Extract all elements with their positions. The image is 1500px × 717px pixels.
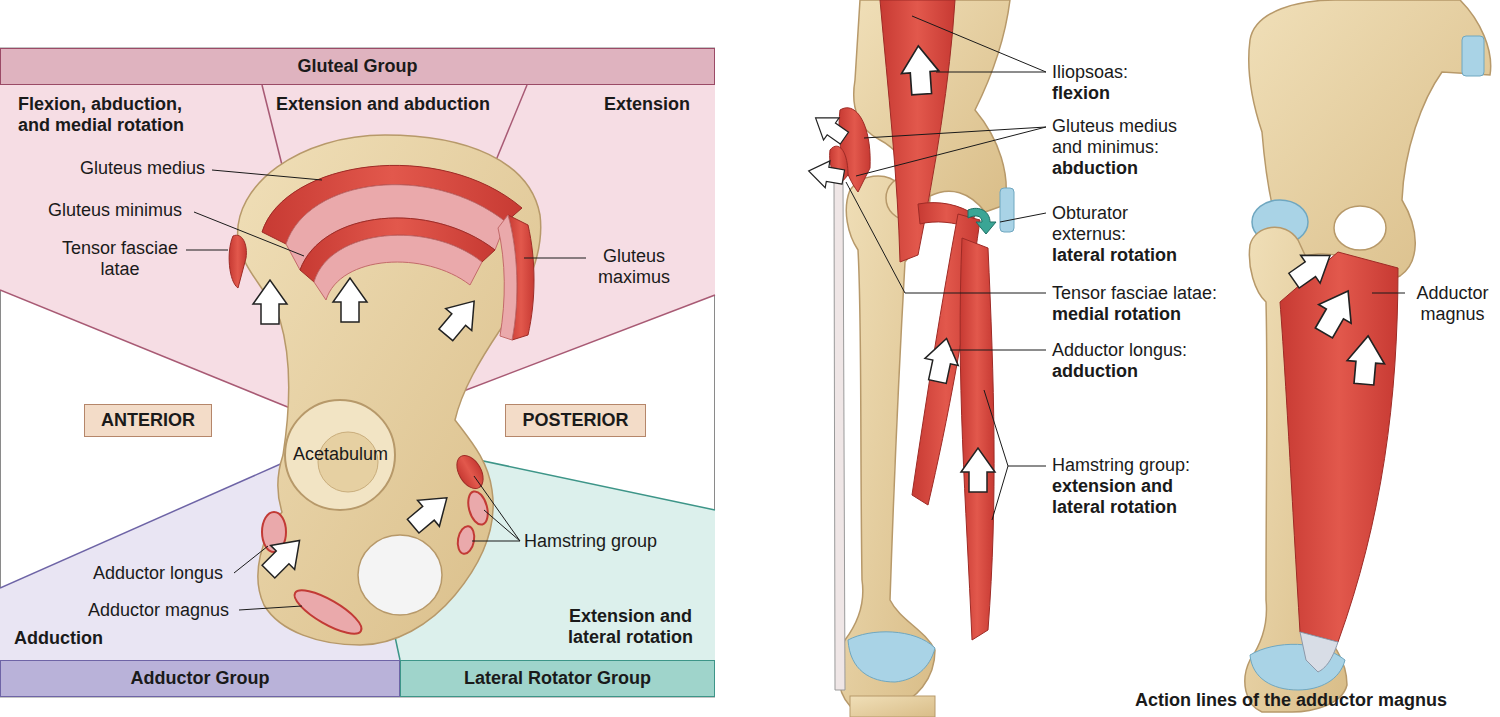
adductor-magnus-muscle [1280, 252, 1398, 642]
muscle-label: Gluteus medius [80, 158, 205, 179]
leader-line [472, 541, 520, 542]
leader-line [186, 250, 228, 251]
leader-line [992, 466, 1008, 520]
group-name: Gluteal Group [297, 56, 417, 77]
sacroiliac-cartilage [1462, 36, 1484, 76]
group-name: Adductor Group [131, 668, 270, 689]
muscle-label: Gluteus maximus [588, 246, 680, 287]
muscle-label: Gluteus medius and minimus: [1052, 116, 1192, 157]
action-label: extension and lateral rotation [1052, 476, 1202, 517]
muscle-label: Obturator externus: [1052, 203, 1172, 244]
tibia [850, 696, 935, 717]
adductor-magnus-tendon [1300, 632, 1338, 672]
leader-line [524, 258, 586, 259]
leader-line [936, 72, 1046, 73]
action-arrow [921, 335, 963, 385]
muscle-label: Tensor fasciae latae [55, 238, 185, 279]
figure-caption: Action lines of the adductor magnus [1135, 690, 1447, 711]
hamstring-muscle [960, 238, 994, 640]
iliopsoas-muscle [880, 0, 955, 262]
bone-label: Acetabulum [293, 444, 388, 465]
adductor-magnus-origin [289, 583, 367, 642]
action-arrow [808, 107, 852, 149]
action-heading: Extension and abduction [276, 94, 490, 115]
action-arrow [333, 278, 367, 322]
pubic-symphysis [1000, 188, 1014, 232]
muscle-label: Tensor fasciae latae: [1052, 283, 1217, 304]
region-boundary [0, 290, 295, 410]
action-arrow [1308, 282, 1365, 343]
muscle-label: Adductor magnus [1410, 283, 1495, 324]
leader-line [856, 127, 1046, 176]
action-heading: Adduction [14, 628, 103, 649]
leader-line [194, 212, 304, 256]
action-arrow [806, 158, 845, 191]
muscle-label: Adductor longus [93, 563, 223, 584]
hamstring-origin [451, 451, 488, 493]
action-arrow [256, 528, 311, 583]
leader-line [212, 170, 322, 180]
group-name: ANTERIOR [101, 410, 195, 431]
panel-frame [1, 48, 715, 697]
leader-line [484, 510, 520, 541]
group-band: Gluteal Group [0, 48, 715, 85]
action-label: medial rotation [1052, 304, 1181, 325]
region-boundary [492, 85, 527, 170]
action-arrow [253, 280, 287, 324]
region-boundary [455, 455, 715, 510]
group-name: POSTERIOR [522, 410, 628, 431]
hip-bone [238, 135, 541, 645]
leader-line [474, 476, 520, 541]
action-arrow [1345, 334, 1386, 385]
leader-line [234, 546, 268, 573]
action-arrow [961, 448, 995, 492]
leader-line [912, 16, 1046, 72]
action-arrow [1284, 241, 1340, 294]
region-boundary [0, 462, 285, 588]
action-label: abduction [1052, 158, 1138, 179]
leader-line [984, 390, 1046, 466]
action-arrow [900, 45, 941, 96]
gluteus-minimus-origin [314, 235, 482, 300]
gluteus-maximus-origin [498, 215, 517, 340]
rotation-arrow [968, 208, 996, 234]
muscle-label: Hamstring group: [1052, 455, 1190, 476]
leader-line [864, 127, 1046, 138]
direction-box: POSTERIOR [505, 404, 646, 437]
muscle-label: Adductor longus: [1052, 340, 1187, 361]
action-arrow [402, 485, 458, 539]
group-band: Adductor Group [0, 660, 400, 697]
obturator-foramen [358, 535, 442, 615]
action-label: adduction [1052, 361, 1138, 382]
action-heading: Flexion, abduction, and medial rotation [18, 94, 208, 135]
group-band: Lateral Rotator Group [400, 660, 715, 697]
iliotibial-tract [834, 180, 845, 690]
leader-line [950, 350, 1046, 351]
obturator-foramen [1334, 206, 1386, 250]
knee-cartilage [848, 632, 935, 682]
leader-line [1372, 293, 1405, 294]
muscle-label: Gluteus minimus [48, 200, 182, 221]
leader-line [1000, 213, 1046, 222]
group-name: Lateral Rotator Group [464, 668, 651, 689]
muscle-label: Iliopsoas: [1052, 62, 1128, 83]
action-arrow [433, 290, 487, 346]
action-heading: Extension and lateral rotation [553, 606, 708, 647]
action-label: lateral rotation [1052, 245, 1177, 266]
muscle-label: Hamstring group [524, 531, 657, 552]
direction-box: ANTERIOR [84, 404, 212, 437]
leader-line [846, 182, 1046, 293]
leader-line [239, 606, 302, 610]
acetabulum [285, 400, 395, 510]
muscle-label: Adductor magnus [88, 600, 229, 621]
hamstring-origin [456, 525, 477, 555]
action-label: flexion [1052, 83, 1110, 104]
action-heading: Extension [604, 94, 690, 115]
tensor-fasciae-latae-muscle [229, 235, 246, 288]
